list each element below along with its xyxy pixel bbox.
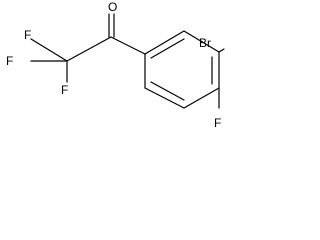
- ring-bond-4: [183, 87, 220, 109]
- cf3-top-fluorine-bond: [30, 38, 68, 62]
- oxygen-label: O: [108, 0, 117, 14]
- cf3-left-fluorine-label: F: [6, 54, 13, 68]
- bromine-label: Br: [199, 36, 211, 50]
- ring-bond-1-inner: [150, 38, 185, 59]
- ring-bond-1: [144, 30, 185, 55]
- cf3-top-fluorine-label: F: [24, 28, 31, 42]
- ring-fluorine-label: F: [214, 116, 221, 130]
- cf3-bottom-fluorine-label: F: [61, 83, 68, 97]
- ring-bond-5: [144, 87, 185, 109]
- carbonyl-to-ring-bond: [110, 36, 146, 55]
- structure-diagram: O Br F F F F: [6, 0, 225, 130]
- ring-bond-2: [183, 30, 220, 53]
- bromine-bond: [218, 48, 225, 53]
- ring-bond-5-inner: [150, 81, 185, 101]
- cf3-to-carbonyl-bond: [66, 36, 112, 62]
